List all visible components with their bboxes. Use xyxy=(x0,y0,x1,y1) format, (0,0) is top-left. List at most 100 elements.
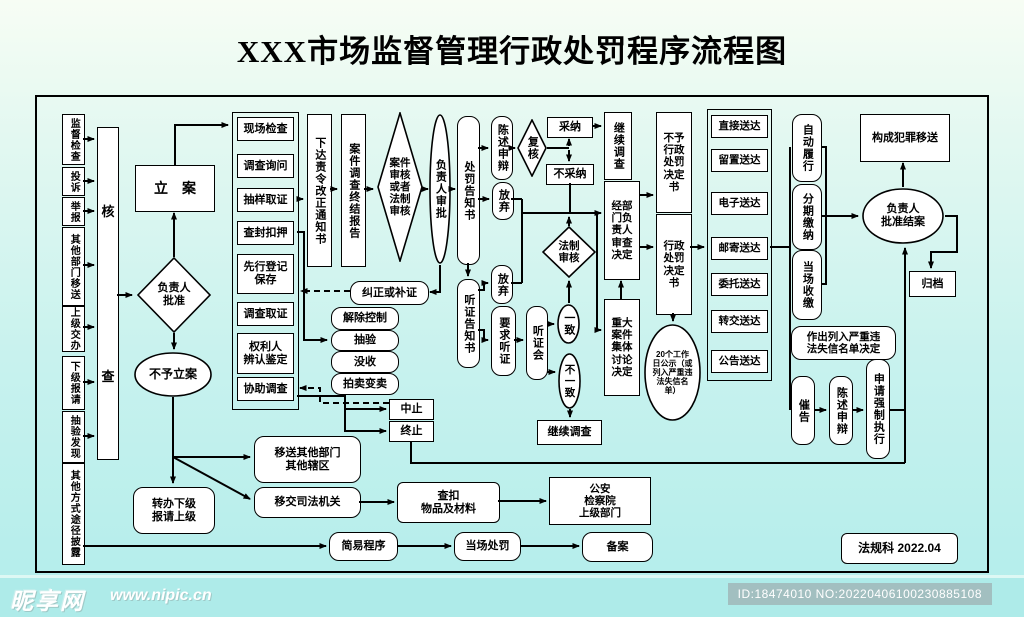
source-superior-assign: 上级交办 xyxy=(62,306,85,352)
source-supervision-check: 监督检查 xyxy=(62,114,85,165)
sampling-test-label: 抽验 xyxy=(354,334,376,347)
auto-perform: 自动履行 xyxy=(792,114,822,182)
auction-sell-label: 拍卖变卖 xyxy=(343,377,387,390)
waiver-2-label: 放弃 xyxy=(496,272,509,297)
hearing-session: 听证会 xyxy=(526,306,548,380)
transfer-other-dept-area: 移送其他部门 其他辖区 xyxy=(254,436,361,483)
major-case-discussion: 重大 案件 集体 讨论 决定 xyxy=(604,299,640,396)
no-filing: 不予立案 xyxy=(134,352,212,397)
urge-notice: 催告 xyxy=(791,376,815,445)
inconsistent-shape xyxy=(558,353,581,409)
no-filing-label: 不予立案 xyxy=(148,366,197,381)
step-advance-register-label: 先行登记 保存 xyxy=(243,261,288,286)
simple-procedure-label: 简易程序 xyxy=(341,540,386,553)
record-filing: 备案 xyxy=(582,532,653,562)
waiver-1: 放弃 xyxy=(492,182,514,220)
flowchart-border xyxy=(35,95,989,573)
onspot-penalty: 当场处罚 xyxy=(454,532,521,561)
source-lower-request-label: 下级报请 xyxy=(68,361,80,405)
step-site-inspection-label: 现场检查 xyxy=(243,122,288,135)
service-announce-label: 公告送达 xyxy=(718,355,761,368)
step-sampling-evidence-label: 抽样取证 xyxy=(243,193,288,206)
service-mail: 邮寄送达 xyxy=(711,237,768,260)
service-entrust-label: 委托送达 xyxy=(718,278,761,291)
penalty-decision-doc-label: 行政 处罚 决定 书 xyxy=(663,240,685,289)
continue-investigation-2-label: 继续调查 xyxy=(547,426,592,439)
service-electronic-label: 电子送达 xyxy=(718,197,761,210)
case-filing-label: 立 案 xyxy=(154,180,196,197)
case-review-diamond-label: 案件 审核 或者 法制 审核 xyxy=(389,156,411,218)
step-assist-investigation: 协助调查 xyxy=(237,377,294,401)
case-review-diamond: 案件 审核 或者 法制 审核 xyxy=(377,112,423,262)
no-penalty-decision-doc-label: 不予 行政 处罚 决定 书 xyxy=(663,132,685,193)
service-forward-label: 转交送达 xyxy=(718,315,761,328)
correct-or-supplement: 纠正或补证 xyxy=(350,281,429,305)
image-id-badge: ID:18474010 NO:20220406100230885108 xyxy=(727,583,992,605)
dept-date-note-label: 法规科 2022.04 xyxy=(858,540,941,555)
verify-box: 核 查 xyxy=(97,127,119,460)
inconsistent: 不一致 xyxy=(558,353,581,409)
archive-label: 归档 xyxy=(921,277,944,290)
simple-procedure: 简易程序 xyxy=(329,532,398,561)
service-announce: 公告送达 xyxy=(711,350,768,373)
consistent-label: 一致 xyxy=(562,312,575,336)
step-advance-register: 先行登记 保存 xyxy=(237,254,294,294)
seized-goods-materials: 查扣 物品及材料 xyxy=(397,482,500,523)
order-correction-notice: 下达责令改正通知书 xyxy=(307,114,332,267)
source-other-dept-transfer-label: 其他部门移送 xyxy=(68,233,80,300)
dept-date-note: 法规科 2022.04 xyxy=(841,533,958,564)
step-seizure: 查封扣押 xyxy=(237,221,294,245)
archive: 归档 xyxy=(909,271,956,297)
auto-perform-label: 自动履行 xyxy=(801,124,814,172)
source-lower-request: 下级报请 xyxy=(62,356,85,410)
not-adopt: 不采纳 xyxy=(546,164,594,185)
terminate: 终止 xyxy=(389,421,434,442)
step-sampling-evidence: 抽样取证 xyxy=(237,188,294,212)
step-inquiry: 调查询问 xyxy=(237,154,294,178)
onspot-penalty-label: 当场处罚 xyxy=(465,540,510,553)
request-hearing-label: 要求听证 xyxy=(497,317,510,365)
statement-defense-1: 陈述申辩 xyxy=(491,116,513,180)
dept-leader-review-decision: 经部 门负 责人 审查 决定 xyxy=(604,181,640,280)
legal-review-diamond-shape xyxy=(542,226,596,278)
source-report: 举报 xyxy=(62,197,85,226)
legal-review-diamond: 法制 审核 xyxy=(542,226,596,278)
service-forward: 转交送达 xyxy=(711,310,768,333)
source-other-disclosure-label: 其他方式途径披露 xyxy=(68,470,80,558)
page-title: XXX市场监督管理行政处罚程序流程图 xyxy=(236,34,788,69)
service-direct: 直接送达 xyxy=(711,115,768,138)
apply-enforcement-label: 申请强制执行 xyxy=(872,373,885,445)
step-site-inspection: 现场检查 xyxy=(237,117,294,141)
source-sampling-found-label: 抽验发现 xyxy=(68,415,80,459)
source-complaint-label: 投诉 xyxy=(68,170,80,193)
confiscate: 没收 xyxy=(331,351,399,373)
blacklist-decision: 作出列入严重违 法失信名单决定 xyxy=(791,326,896,360)
recheck-diamond-label: 复核 xyxy=(526,136,539,160)
step-owner-identify: 权利人 辨认鉴定 xyxy=(237,333,294,374)
penalty-notice-doc-label: 处罚告知书 xyxy=(462,160,475,221)
transfer-judicial: 移交司法机关 xyxy=(254,487,361,518)
leader-approve-close-label: 负责人 批准结案 xyxy=(881,203,925,228)
service-container xyxy=(707,109,772,381)
waiver-2: 放弃 xyxy=(491,265,513,304)
sampling-test: 抽验 xyxy=(331,330,399,351)
apply-enforcement: 申请强制执行 xyxy=(866,359,890,459)
seized-goods-materials-label: 查扣 物品及材料 xyxy=(421,489,476,515)
consistent-shape xyxy=(557,304,580,344)
onspot-collect-label: 当场收缴 xyxy=(801,261,814,309)
source-complaint: 投诉 xyxy=(62,167,85,196)
source-sampling-found: 抽验发现 xyxy=(62,411,85,463)
not-adopt-label: 不采纳 xyxy=(553,168,587,181)
statement-defense-2: 陈述申辩 xyxy=(829,376,853,445)
penalty-decision-doc: 行政 处罚 决定 书 xyxy=(656,214,692,315)
adopt-label: 采纳 xyxy=(559,121,581,134)
leader-approval-review: 负责人审批 xyxy=(429,114,451,264)
no-filing-shape xyxy=(134,352,212,397)
statement-defense-2-label: 陈述申辩 xyxy=(835,386,848,435)
step-evidence-collect-label: 调查取证 xyxy=(243,307,288,320)
publicity-20days-shape xyxy=(644,324,701,421)
leader-approval-review-label: 负责人审批 xyxy=(434,159,447,219)
crime-transfer-label: 构成犯罪移送 xyxy=(872,131,938,144)
suspend-label: 中止 xyxy=(400,403,423,416)
hearing-notice-doc: 听证告知书 xyxy=(457,279,480,368)
